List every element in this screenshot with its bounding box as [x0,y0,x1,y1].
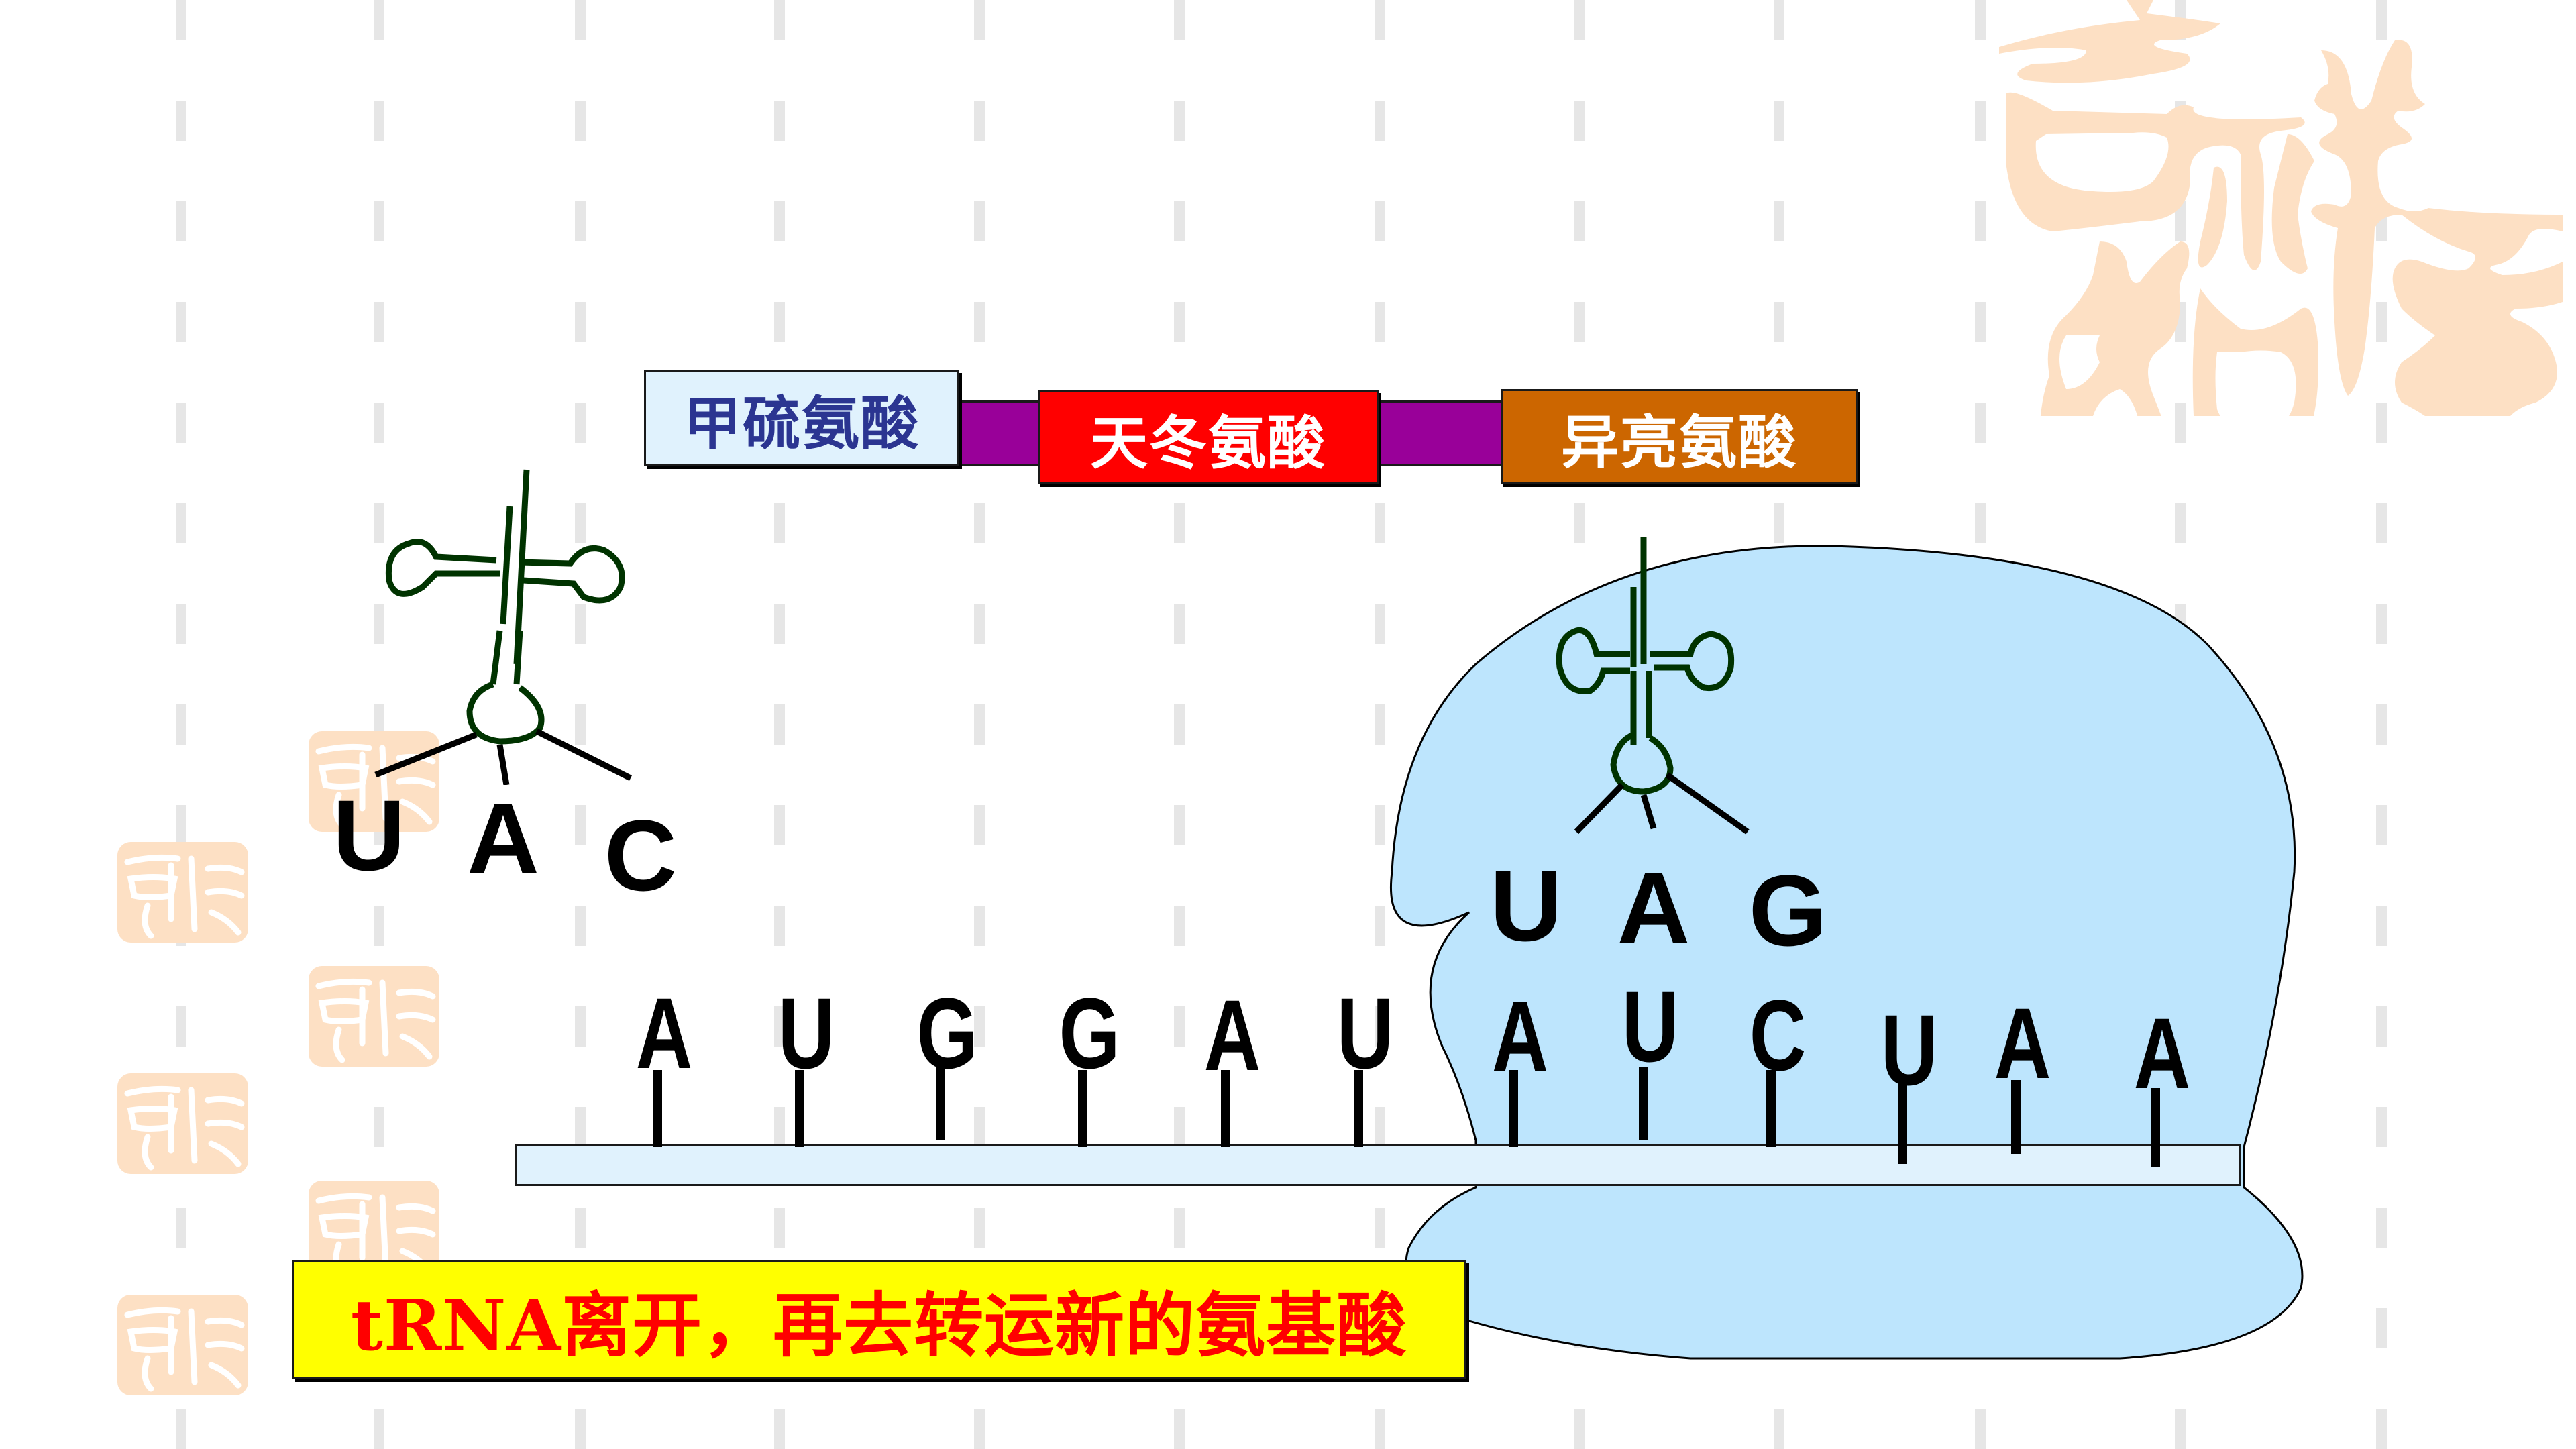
mrna-base: A [635,977,693,1089]
anticodon-base: A [466,782,540,895]
mrna-base: A [1203,979,1261,1091]
seal-watermark-icon [309,731,439,832]
seal-watermark-icon [117,1295,248,1395]
peptide-bond-2 [1379,400,1501,466]
trna-cloverleaf-icon [1556,537,1750,835]
amino-acid-label: 甲硫氨酸 [684,390,920,458]
anticodon-base: U [1489,849,1563,962]
trna-cloverleaf-icon [374,469,633,785]
mrna-base: U [1336,977,1394,1089]
mrna-strand [515,1144,2241,1186]
mrna-base: A [2133,997,2191,1110]
seal-watermark-icon [117,842,248,943]
mrna-base: A [1491,980,1549,1093]
caption-text: tRNA离开，再去转运新的氨基酸 [350,1284,1407,1366]
mrna-base: G [916,977,978,1089]
anticodon-base: C [604,799,678,912]
amino-acid-label: 异亮氨酸 [1561,409,1797,476]
seal-watermark-icon [117,1073,248,1174]
peptide-bond-1 [959,400,1038,466]
mrna-base: U [1621,970,1679,1083]
anticodon-base: A [1617,851,1690,964]
anticodon-base: U [332,779,406,892]
seal-watermark-icon [309,1181,439,1281]
amino-acid-methionine: 甲硫氨酸 [644,370,959,466]
seal-watermark-icon [309,966,439,1067]
mrna-base: C [1749,979,1807,1091]
amino-acid-label: 天冬氨酸 [1090,409,1326,477]
mrna-base: U [1880,994,1938,1106]
caption-box: tRNA离开，再去转运新的氨基酸 [292,1260,1466,1379]
mrna-base: G [1059,977,1120,1089]
mrna-base: A [1994,987,2051,1099]
mrna-base: U [777,977,835,1089]
anticodon-base: G [1748,854,1827,967]
amino-acid-isoleucine: 异亮氨酸 [1501,389,1858,484]
calligraphy-watermark-icon [1999,0,2563,416]
amino-acid-aspartic-acid: 天冬氨酸 [1038,390,1379,484]
